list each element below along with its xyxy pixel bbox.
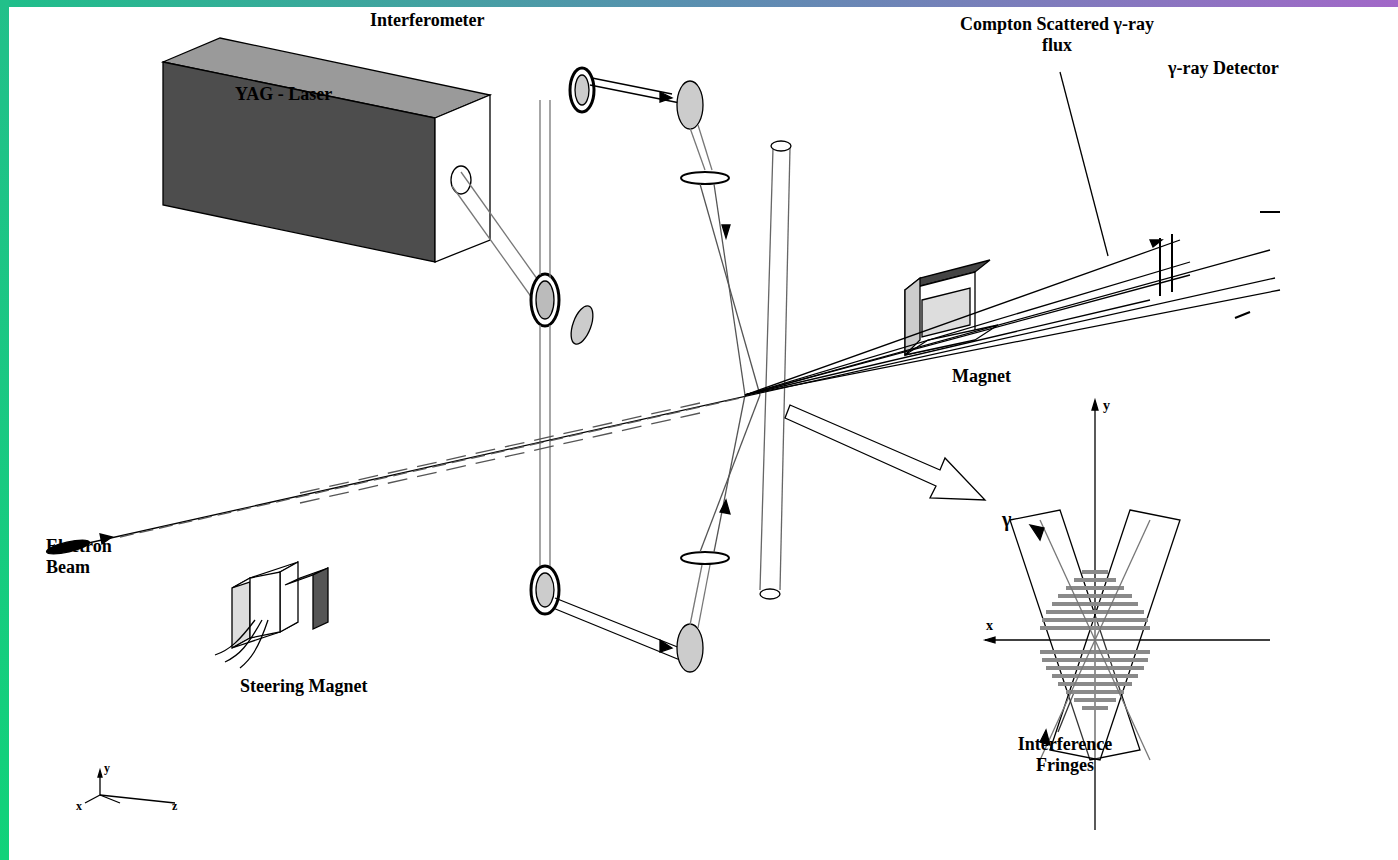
axis-label: z [172,800,188,814]
axis-label: y [1103,398,1123,414]
part-label: Electron Beam [46,536,136,577]
photon-symbol: γ [1002,508,1026,531]
part-label: Steering Magnet [240,676,420,697]
part-label: γ-ray Detector [1168,58,1328,79]
axis-label: y [104,762,120,776]
part-label: Compton Scattered γ-ray flux [952,14,1162,55]
part-label: Interference Fringes [1000,734,1130,775]
part-label: Interferometer [370,10,510,31]
axis-label: x [986,618,1006,634]
axis-label: x [76,800,92,814]
part-label: YAG - Laser [235,84,365,105]
part-label: Magnet [952,366,1042,387]
